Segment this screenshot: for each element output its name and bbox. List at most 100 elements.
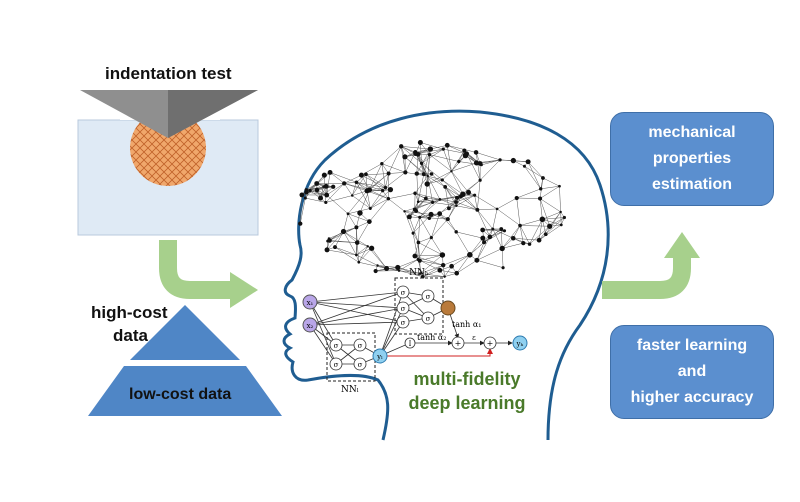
brain-edge xyxy=(501,248,504,268)
brain-edge xyxy=(430,145,448,150)
indentation-test-title: indentation test xyxy=(105,64,232,83)
brain-node xyxy=(498,158,502,162)
brain-node xyxy=(547,223,553,229)
input-arrow xyxy=(159,240,258,308)
brain-edge xyxy=(519,225,524,244)
brain-edge xyxy=(316,183,327,196)
brain-node xyxy=(414,171,419,176)
brain-edge xyxy=(431,173,446,188)
brain-node xyxy=(541,176,545,180)
brain-edge xyxy=(516,188,541,199)
brain-node xyxy=(354,180,359,185)
brain-edge xyxy=(451,155,466,172)
brain-node xyxy=(437,267,443,273)
brain-edge xyxy=(545,211,561,235)
brain-edge xyxy=(401,146,431,150)
brain-node xyxy=(416,200,420,204)
brain-edge xyxy=(356,242,360,263)
node-x2 xyxy=(302,317,318,333)
brain-node xyxy=(514,195,519,201)
head-outline xyxy=(282,109,610,441)
brain-edge xyxy=(417,237,432,260)
brain-node xyxy=(454,270,460,276)
brain-edge xyxy=(455,201,478,211)
brain-edge xyxy=(429,154,459,162)
brain-edge xyxy=(451,171,469,193)
brain-edge xyxy=(419,260,444,266)
brain-node xyxy=(438,197,442,201)
brain-edge xyxy=(356,182,386,188)
brain-node xyxy=(478,178,482,182)
sigma-label: σ xyxy=(334,361,339,369)
sigma-label: σ xyxy=(334,342,339,350)
brain-edge xyxy=(422,270,440,277)
brain-edge xyxy=(369,198,389,222)
output-box-estimation: mechanical properties estimation xyxy=(610,112,774,206)
brain-edge xyxy=(431,237,443,256)
brain-node xyxy=(397,269,401,272)
brain-edge xyxy=(344,174,362,184)
brain-edge xyxy=(451,162,477,172)
brain-node xyxy=(427,146,434,152)
brain-edge xyxy=(474,195,478,210)
brain-edge xyxy=(456,260,478,274)
brain-node xyxy=(491,227,495,231)
brain-edge xyxy=(539,185,560,199)
brain-edge xyxy=(347,213,357,228)
brain-edge xyxy=(326,183,345,196)
brain-node xyxy=(324,200,328,205)
brain-edge xyxy=(343,213,349,232)
brain-node xyxy=(402,154,408,160)
brain-node xyxy=(559,223,563,227)
output-box-accuracy: faster learning and higher accuracy xyxy=(610,325,774,419)
brain-node xyxy=(368,206,372,210)
brain-network xyxy=(298,139,566,279)
brain-edge xyxy=(388,172,406,174)
node-yl xyxy=(372,348,388,364)
brain-edge xyxy=(538,224,562,241)
brain-node xyxy=(406,214,412,220)
brain-node xyxy=(521,240,526,246)
brain-node xyxy=(466,189,472,195)
high-cost-label-line2: data xyxy=(113,326,148,345)
brain-edge xyxy=(352,174,367,196)
brain-edge xyxy=(542,219,562,226)
brain-edge xyxy=(431,218,448,238)
brain-node xyxy=(462,152,469,159)
brain-edge xyxy=(329,231,344,241)
brain-edge xyxy=(300,198,306,224)
brain-edge xyxy=(479,159,501,181)
brain-edge xyxy=(519,219,543,226)
label-nn-l: NNₗ xyxy=(341,385,359,395)
brain-node xyxy=(473,150,479,155)
brain-node xyxy=(467,252,473,258)
brain-edge xyxy=(300,194,303,224)
brain-edge xyxy=(492,228,503,249)
brain-node xyxy=(324,192,330,198)
brain-node xyxy=(357,210,363,216)
label-x2: x₂ xyxy=(307,322,314,330)
brain-edge xyxy=(469,236,491,255)
brain-edge xyxy=(539,198,561,213)
brain-edge xyxy=(476,152,501,161)
brain-edge xyxy=(427,176,433,203)
brain-node xyxy=(395,264,401,271)
brain-edge xyxy=(418,237,432,243)
brain-edge xyxy=(475,152,481,181)
brain-edge xyxy=(476,242,485,261)
brain-node xyxy=(357,260,361,264)
estimation-line2: properties xyxy=(652,150,732,167)
label-yl: yₗ xyxy=(376,353,383,361)
brain-edge xyxy=(492,228,514,239)
brain-edge xyxy=(476,260,504,268)
brain-edge xyxy=(513,238,530,245)
brain-edge xyxy=(442,171,452,181)
brain-node xyxy=(323,183,329,189)
brain-node xyxy=(358,172,364,178)
brain-edge xyxy=(305,175,325,199)
brain-edge xyxy=(334,246,359,263)
brain-edge xyxy=(417,174,425,202)
brain-edge xyxy=(516,198,521,226)
brain-node xyxy=(539,187,543,191)
brain-edge xyxy=(343,183,353,196)
